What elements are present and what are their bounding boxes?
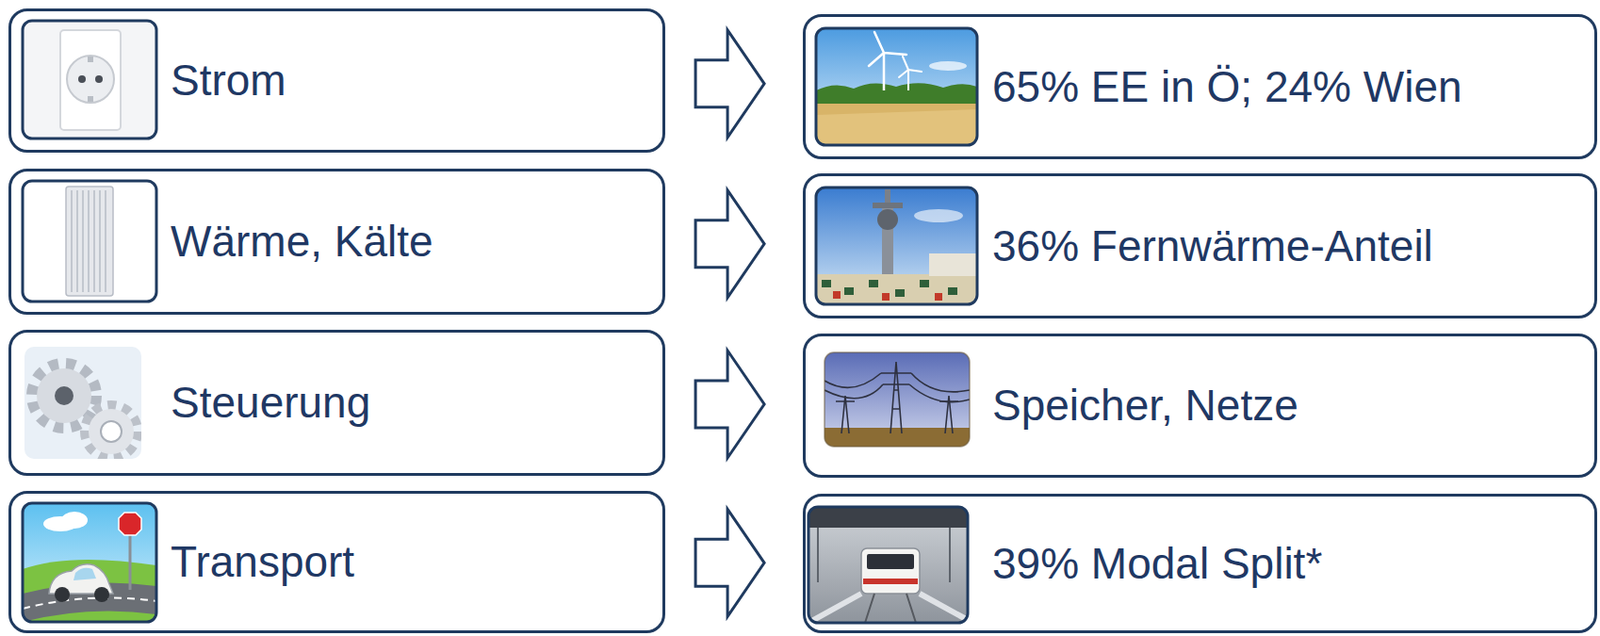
category-box: Steuerung (8, 329, 666, 476)
box-label: 65% EE in Ö; 24% Wien (992, 62, 1463, 113)
fact-box: Speicher, Netze (802, 333, 1598, 478)
box-label: 36% Fernwärme-Anteil (992, 221, 1434, 272)
wind-turbine-icon (816, 28, 978, 146)
car-icon (22, 503, 157, 622)
block-arrow (695, 190, 765, 298)
radiator-icon (22, 180, 157, 302)
box-label: Strom (170, 55, 287, 106)
block-arrow (695, 350, 765, 458)
box-label: Transport (170, 537, 355, 588)
category-box: Strom (8, 8, 666, 153)
box-label: Steuerung (170, 377, 371, 428)
category-box: Wärme, Kälte (8, 168, 666, 315)
block-arrow (695, 30, 765, 138)
fact-box: 36% Fernwärme-Anteil (802, 173, 1598, 319)
category-box: Transport (8, 490, 666, 634)
box-label: Speicher, Netze (992, 380, 1299, 431)
fact-box: 65% EE in Ö; 24% Wien (802, 14, 1598, 160)
power-line-icon (824, 352, 970, 447)
box-label: 39% Modal Split* (992, 538, 1323, 589)
box-label: Wärme, Kälte (170, 216, 434, 267)
train-icon (808, 506, 968, 623)
fact-box: 39% Modal Split* (802, 493, 1598, 634)
heating-plant-icon (816, 187, 978, 305)
block-arrow (695, 508, 765, 617)
outlet-icon (22, 20, 157, 139)
gears-icon (24, 346, 142, 459)
